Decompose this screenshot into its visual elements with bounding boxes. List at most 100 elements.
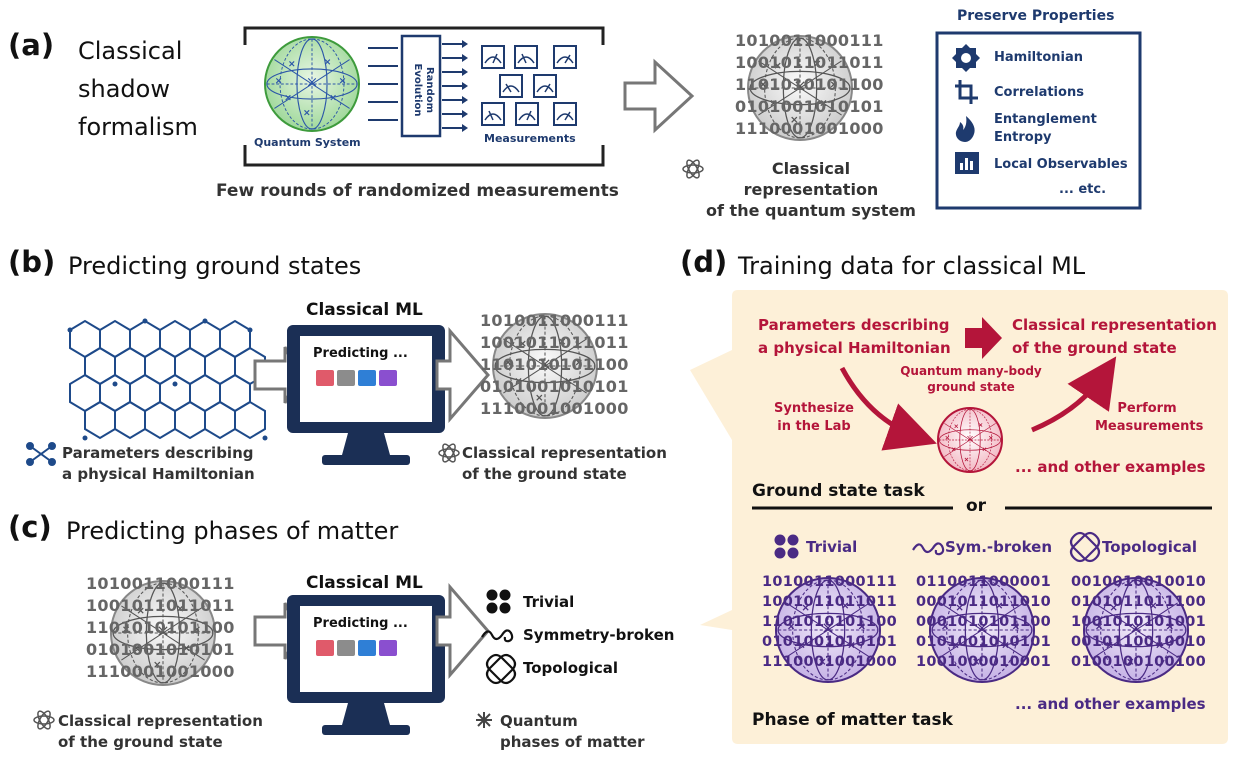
fire-icon (955, 116, 975, 142)
phase-trivial-label: Trivial (523, 593, 575, 611)
phase-symmetry-broken-label: Symmetry-broken (523, 626, 675, 644)
phase-topological-d: Topological (1102, 538, 1198, 556)
panel-c-title: Predicting phases of matter (66, 517, 399, 545)
symmetry-broken-icon-d (912, 542, 945, 556)
phase-task-label: Phase of matter task (752, 710, 953, 730)
other-examples-ground: ... and other examples (1015, 458, 1206, 476)
panel-a-title: Classical shadow formalism (78, 32, 198, 146)
panel-d-repr-line-2: of the ground state (1012, 339, 1177, 357)
repr-caption-a-line-2: of the quantum system (706, 201, 916, 220)
repr-caption-c-line-2: of the ground state (58, 733, 223, 751)
phases-caption: Quantum phases of matter (474, 711, 645, 753)
panel-b-title: Predicting ground states (68, 252, 362, 280)
synthesize-line-2: in the Lab (777, 419, 851, 434)
properties-title: Preserve Properties (957, 8, 1115, 24)
panel-d-params: Parameters describing a physical Hamilto… (758, 314, 951, 360)
panel-d-title: Training data for classical ML (738, 252, 1086, 280)
random-evolution-line-1: Random (424, 66, 435, 113)
synthesize-label: Synthesize in the Lab (770, 400, 858, 436)
panel-a-title-line-2: shadow (78, 75, 170, 103)
symmetry-broken-icon-c (481, 629, 514, 643)
repr-caption-b-line-2: of the ground state (462, 465, 627, 483)
quantum-system-sphere (264, 36, 360, 132)
panel-d-label: (d) (680, 245, 728, 279)
binary-block-d-trivial: 1010011000111 1001011011011 110101010110… (762, 572, 897, 672)
property-etc: ... etc. (1059, 182, 1107, 197)
binary-row: 1001011011011 (86, 596, 235, 615)
many-body-line-2: ground state (927, 380, 1015, 394)
synthesize-line-1: Synthesize (774, 401, 854, 416)
property-hamiltonian: Hamiltonian (994, 50, 1083, 65)
panel-c-label: (c) (8, 510, 52, 544)
ground-state-task-label: Ground state task (752, 481, 925, 501)
binary-row: 1110001001000 (86, 662, 235, 681)
panel-a-label: (a) (8, 28, 55, 62)
monitor-c-tiles (316, 640, 397, 656)
random-evolution-line-2: Evolution (412, 63, 423, 117)
binary-row: 1001010101001 (1071, 614, 1207, 630)
output-arrows (442, 43, 462, 129)
topological-icon-d (1069, 531, 1101, 563)
quantum-system-label: Quantum System (254, 136, 361, 149)
phases-caption-line-2: phases of matter (500, 733, 645, 751)
trivial-icon-c (486, 589, 511, 614)
binary-row: 0010110010010 (1071, 634, 1207, 650)
purple-sphere-symbroken (929, 577, 1035, 683)
panel-d-params-line-1: Parameters describing (758, 316, 950, 334)
input-arrows (368, 47, 398, 121)
perform-arrow (1031, 356, 1117, 433)
or-label: or (966, 496, 987, 516)
binary-row: 1001011011011 (480, 333, 629, 352)
binary-row: 0110011000001 (916, 574, 1052, 590)
params-caption-b: Parameters describing a physical Hamilto… (62, 443, 255, 485)
params-caption-b-line-2: a physical Hamiltonian (62, 465, 255, 483)
synthesize-arrow (839, 366, 937, 451)
repr-caption-a-line-1: Classical representation (743, 159, 879, 199)
perform-line-1: Perform (1117, 401, 1177, 416)
many-body-sphere (937, 407, 1003, 473)
panel-a-title-line-1: Classical (78, 37, 183, 65)
binary-row: 1010011000111 (762, 574, 898, 590)
panel-d-repr-line-1: Classical representation (1012, 316, 1217, 334)
binary-row: 1010011000111 (86, 574, 235, 593)
binary-row: 1101010101100 (762, 614, 898, 630)
params-to-repr-arrow (965, 317, 1002, 359)
binary-row: 1110001001000 (762, 654, 898, 670)
repr-caption-c-line-1: Classical representation (58, 712, 263, 730)
crop-icon (955, 80, 978, 104)
repr-caption-c: Classical representation of the ground s… (58, 711, 263, 753)
property-entanglement: Entanglement (994, 112, 1097, 127)
hamiltonian-params-icon (26, 442, 56, 466)
arrow-b-right (435, 326, 490, 424)
binary-row: 0100100100100 (1071, 654, 1207, 670)
property-local-observables: Local Observables (994, 157, 1128, 172)
atom-icon-a (682, 159, 704, 179)
binary-row: 0101011011100 (1071, 594, 1207, 610)
bar-chart-icon (955, 152, 979, 174)
random-evolution-box (400, 34, 442, 138)
panel-d-repr: Classical representation of the ground s… (1012, 314, 1217, 360)
purple-sphere-topological (1083, 577, 1189, 683)
atom-icon-b (438, 443, 460, 463)
purple-sphere-trivial (775, 577, 881, 683)
property-entropy: Entropy (994, 130, 1052, 145)
perform-line-2: Measurements (1095, 419, 1204, 434)
classical-shadow-sphere-c (110, 580, 216, 686)
monitor-b-tiles (316, 370, 397, 386)
binary-row: 0101001010101 (480, 377, 629, 396)
atom-icon-c (33, 710, 55, 730)
binary-row: 1010011000111 (480, 311, 629, 330)
phase-topological-label: Topological (523, 659, 619, 677)
binary-row: 0101001010101 (916, 634, 1052, 650)
panel-d-params-line-2: a physical Hamiltonian (758, 339, 951, 357)
arrow-a (623, 58, 695, 134)
classical-shadow-sphere-b (492, 313, 598, 419)
binary-row: 1010011000111 (735, 31, 884, 50)
panel-a-title-line-3: formalism (78, 113, 198, 141)
topological-icon-c (485, 653, 517, 685)
phase-symbroken-d: Sym.-broken (945, 538, 1052, 556)
binary-row: 0001010101100 (916, 614, 1052, 630)
binary-row: 0001011011010 (916, 594, 1052, 610)
binary-row: 0101001010101 (735, 97, 884, 116)
perform-label: Perform Measurements (1095, 400, 1204, 436)
